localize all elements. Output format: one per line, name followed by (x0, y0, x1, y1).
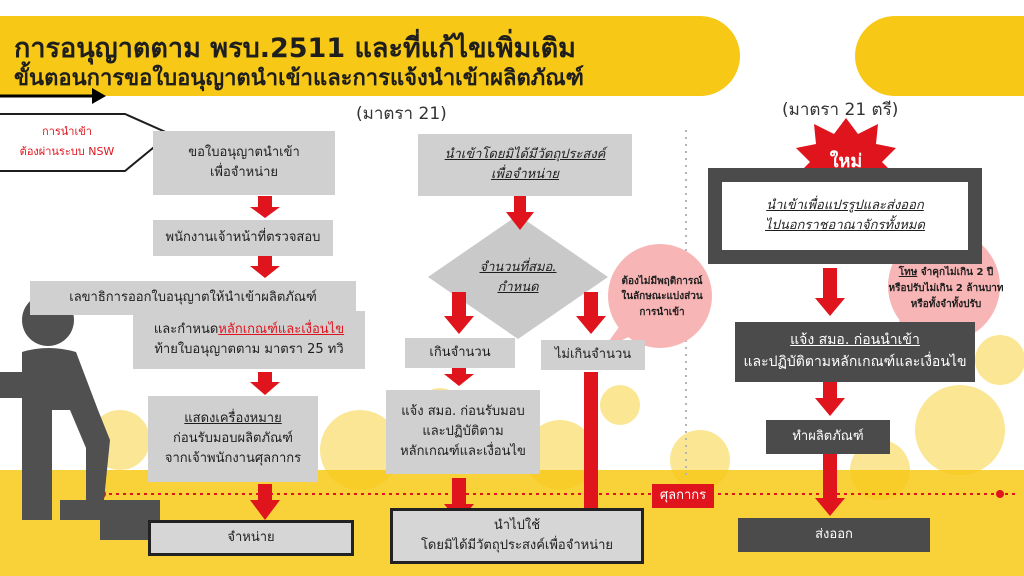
arrow-right-3 (815, 454, 845, 516)
arrow-left-2 (250, 256, 280, 278)
left-step-sell: จำหน่าย (148, 520, 354, 556)
mid-start-line1: นำเข้าโดยมิได้มีวัตถุประสงค์ (444, 146, 606, 162)
right-start-line2: ไปนอกราชอาณาจักรทั้งหมด (765, 218, 925, 233)
mid-end-line1: นำไปใช้ (493, 517, 541, 533)
left-step1-line2: เพื่อจำหน่าย (209, 165, 279, 180)
mid-notify-line1: แจ้ง สมอ. ก่อนรับมอบ (401, 403, 525, 419)
right-step-export: ส่งออก (738, 518, 930, 552)
penalty-line3: หรือทั้งจำทั้งปรับ (910, 299, 982, 310)
mid-step-use: นำไปใช้ โดยมิได้มีวัตถุประสงค์เพื่อจำหน่… (390, 508, 644, 564)
left-step4-line2: ก่อนรับมอบผลิตภัณฑ์ (173, 430, 293, 446)
left-step-show-mark: แสดงเครื่องหมาย ก่อนรับมอบผลิตภัณฑ์ จากเ… (148, 396, 318, 482)
mid-not-over-quantity: ไม่เกินจำนวน (541, 340, 645, 370)
left-step-request-license: ขอใบอนุญาตนำเข้า เพื่อจำหน่าย (153, 131, 335, 195)
arrow-right-1 (815, 268, 845, 316)
left-step4-line3: จากเจ้าพนักงานศุลกากร (164, 451, 302, 467)
arrow-mid-small (444, 366, 474, 386)
decision-diamond (428, 215, 608, 339)
left-step-officer-check: พนักงานเจ้าหน้าที่ตรวจสอบ (153, 220, 333, 256)
conditions-prefix: และกำหนด (153, 321, 219, 337)
left-step3-line2: และกำหนดหลักเกณฑ์และเงื่อนไข (154, 320, 344, 340)
nsw-line1: การนำเข้า (42, 125, 92, 139)
section-left-heading: (มาตรา 21) (356, 104, 447, 124)
left-step-conditions: และกำหนดหลักเกณฑ์และเงื่อนไข ท้ายใบอนุญา… (133, 311, 365, 369)
mid-decision-label: จำนวนที่สมอ. กำหนด (460, 250, 576, 306)
right-start-line1: นำเข้าเพื่อแปรรูปและส่งออก (766, 197, 924, 213)
new-badge-label: ใหม่ (829, 151, 863, 173)
title-banner-right (855, 16, 1024, 96)
mid-start-line2: เพื่อจำหน่าย (490, 167, 560, 182)
right-step-export-processing: นำเข้าเพื่อแปรรูปและส่งออก ไปนอกราชอาณาจ… (708, 168, 982, 264)
nsw-line2: ต้องผ่านระบบ NSW (19, 145, 115, 158)
mid-step-non-commercial: นำเข้าโดยมิได้มีวัตถุประสงค์ เพื่อจำหน่า… (418, 134, 632, 196)
nsw-arrow-label: การนำเข้า ต้องผ่านระบบ NSW (8, 114, 126, 170)
section-right-heading: (มาตรา 21 ตรี) (782, 100, 899, 120)
decision-line2: กำหนด (497, 280, 539, 295)
bubble-line2: ในลักษณะแบ่งส่วน (621, 291, 703, 303)
decision-line1: จำนวนที่สมอ. (479, 259, 557, 275)
mid-end-line2: โดยมิได้มีวัตถุประสงค์เพื่อจำหน่าย (420, 538, 614, 553)
arrow-mid-right (576, 292, 606, 334)
mid-notify-line2: และปฏิบัติตาม (422, 423, 504, 439)
customs-label: ศุลกากร (652, 484, 714, 508)
right-step-notify-tisi: แจ้ง สมอ. ก่อนนำเข้า และปฏิบัติตามหลักเก… (735, 322, 975, 382)
mid-step-notify-tisi: แจ้ง สมอ. ก่อนรับมอบ และปฏิบัติตาม หลักเ… (386, 390, 540, 474)
left-step-issue-license: เลขาธิการออกใบอนุญาตให้นำเข้าผลิตภัณฑ์ (30, 281, 356, 315)
left-step1-line1: ขอใบอนุญาตนำเข้า (188, 144, 300, 160)
right-step-produce: ทำผลิตภัณฑ์ (766, 420, 890, 454)
arrow-mid-long (576, 372, 606, 524)
arrow-mid-left (444, 292, 474, 334)
arrow-right-2 (815, 382, 845, 416)
penalty-bubble-text: โทษ จำคุกไม่เกิน 2 ปี หรือปรับไม่เกิน 2 … (882, 254, 1010, 324)
mid-bubble-text: ต้องไม่มีพฤติการณ์ ในลักษณะแบ่งส่วน การน… (616, 262, 708, 332)
page-title: การอนุญาตตาม พรบ.2511 และที่แก้ไขเพิ่มเต… (14, 33, 576, 64)
right-notify-line1: แจ้ง สมอ. ก่อนนำเข้า (790, 332, 920, 349)
left-step4-line1: แสดงเครื่องหมาย (184, 410, 282, 426)
arrow-left-4 (250, 484, 280, 520)
arrow-left-3 (250, 372, 280, 395)
penalty-line1: โทษ จำคุกไม่เกิน 2 ปี (899, 265, 993, 281)
bubble-line3: การนำเข้า (639, 306, 685, 318)
page-subtitle: ขั้นตอนการขอใบอนุญาตนำเข้าและการแจ้งนำเข… (14, 66, 584, 91)
left-step3-line3: ท้ายใบอนุญาตตาม มาตรา 25 ทวิ (154, 342, 344, 357)
arrow-mid-1 (506, 196, 534, 230)
right-notify-line2: และปฏิบัติตามหลักเกณฑ์และเงื่อนไข (743, 354, 967, 370)
mid-notify-line3: หลักเกณฑ์และเงื่อนไข (400, 444, 526, 460)
mid-over-quantity: เกินจำนวน (405, 338, 515, 368)
bubble-line1: ต้องไม่มีพฤติการณ์ (621, 275, 703, 287)
penalty-line1-rest: จำคุกไม่เกิน 2 ปี (917, 267, 994, 278)
penalty-line2: หรือปรับไม่เกิน 2 ล้านบาท (888, 283, 1004, 294)
arrow-left-1 (250, 196, 280, 218)
conditions-link: หลักเกณฑ์และเงื่อนไข (218, 321, 345, 337)
title-banner (0, 16, 740, 96)
left-step3-line1: เลขาธิการออกใบอนุญาตให้นำเข้าผลิตภัณฑ์ (69, 289, 317, 305)
penalty-word: โทษ (898, 267, 918, 278)
